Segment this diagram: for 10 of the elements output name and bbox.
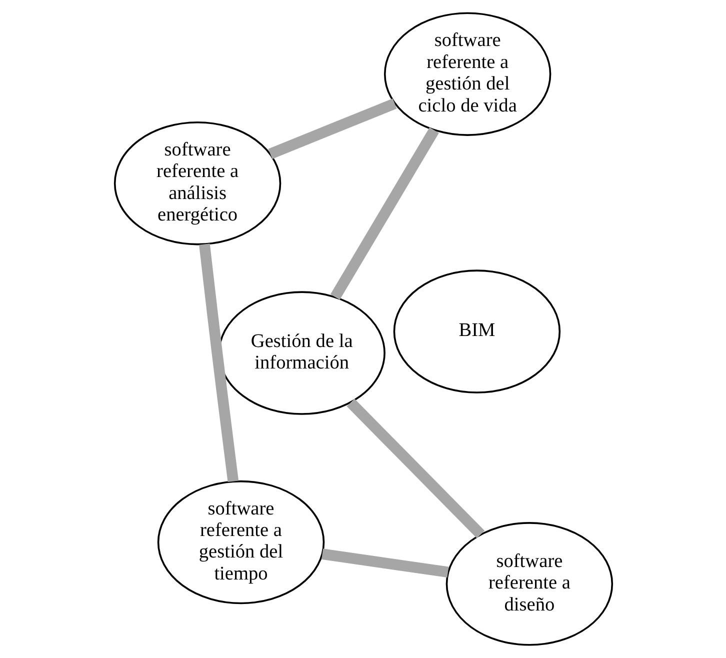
node-ellipse: software referente a análisis energético xyxy=(113,121,281,246)
node-ellipse: software referente a diseño xyxy=(445,522,613,646)
connector xyxy=(321,548,448,578)
node-ellipse: BIM xyxy=(392,270,560,394)
connector xyxy=(346,398,484,538)
node-ellipse: software referente a gestión del tiempo xyxy=(156,480,324,604)
node-ellipse: software referente a gestión del ciclo de vida xyxy=(383,12,551,136)
connector xyxy=(268,98,396,159)
connector xyxy=(330,127,438,300)
connector xyxy=(198,244,238,482)
